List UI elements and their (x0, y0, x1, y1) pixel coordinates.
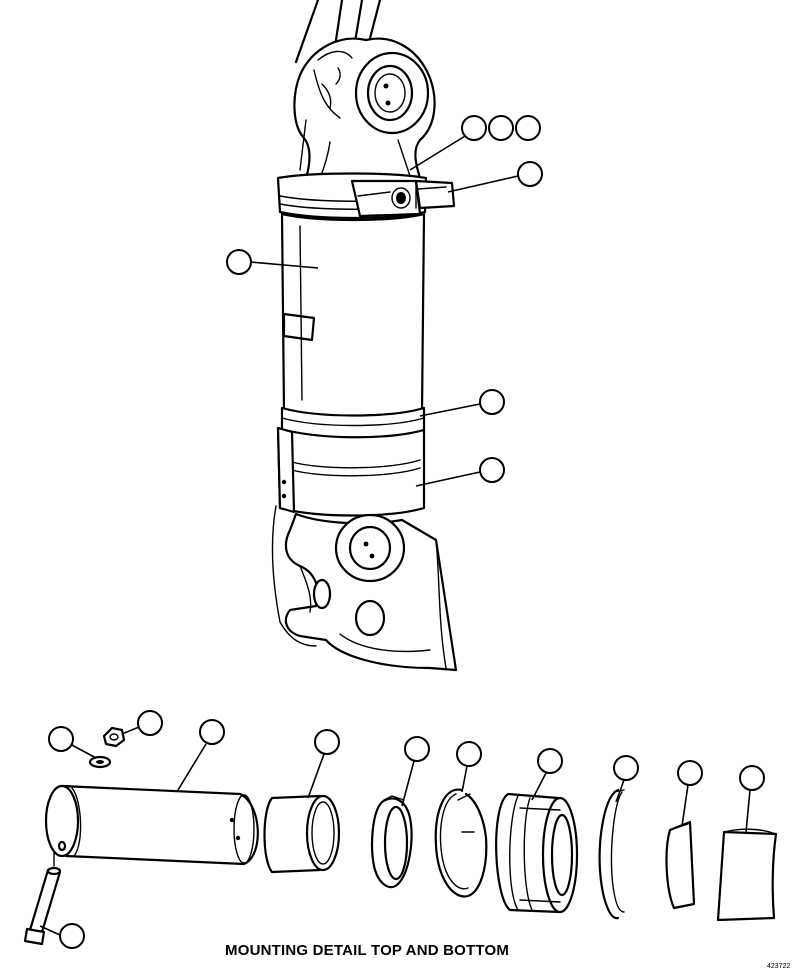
callout-snap-ring (456, 741, 482, 793)
callout-retaining-ring (613, 755, 639, 803)
top-clamp-block (350, 179, 456, 218)
callout-shim-plate (739, 765, 765, 833)
callout-seal-ring (401, 736, 430, 807)
callout-top-mount-3 (515, 115, 541, 141)
washer (88, 755, 112, 769)
diagram-caption: MOUNTING DETAIL TOP AND BOTTOM (225, 942, 510, 959)
shim-strip (665, 820, 696, 910)
lower-collar (276, 426, 426, 517)
seal-ring (370, 795, 413, 889)
upper-mount-bracket (293, 0, 436, 180)
shim-plate (716, 828, 778, 922)
callout-washer (48, 726, 97, 759)
callout-shim-strip (677, 760, 703, 827)
cylinder-barrel (280, 212, 426, 420)
callout-top-mount-2 (488, 115, 514, 141)
bushing (263, 794, 341, 874)
snap-ring (434, 788, 488, 898)
nut (102, 726, 126, 748)
spherical-bearing (495, 792, 579, 914)
drawing-number: 423722 (767, 963, 791, 970)
bolt (23, 851, 62, 946)
callout-bushing (307, 729, 340, 799)
callout-seal-band (419, 389, 505, 417)
lower-mount-bracket (271, 505, 458, 672)
pivot-pin (44, 784, 259, 866)
callout-cylinder-body (226, 249, 319, 275)
callout-top-mount-1 (409, 115, 487, 171)
callout-spherical-bearing (531, 748, 563, 801)
callout-top-bracket (447, 161, 543, 193)
callout-bolt (39, 923, 85, 949)
retaining-ring (598, 788, 625, 920)
callout-pivot-pin (177, 719, 225, 791)
callout-lower-collar (415, 457, 505, 487)
callout-nut (121, 710, 163, 736)
